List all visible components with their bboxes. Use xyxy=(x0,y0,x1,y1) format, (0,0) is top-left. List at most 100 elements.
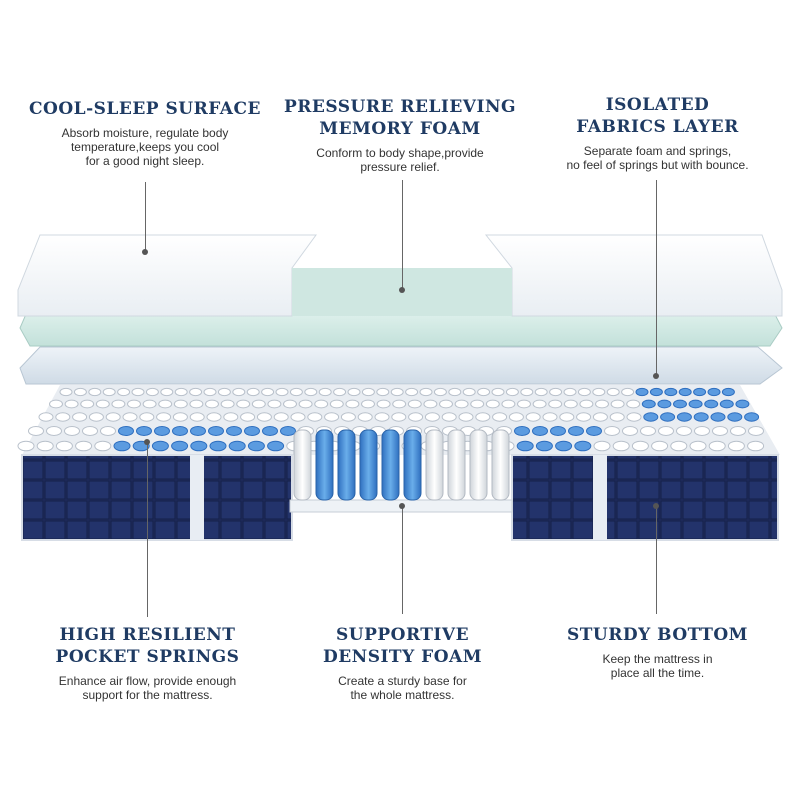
spring-top xyxy=(391,412,407,422)
spring-top xyxy=(75,440,93,452)
spring-top xyxy=(88,412,104,422)
spring-top xyxy=(635,387,649,397)
spring-top xyxy=(595,399,609,409)
blue-pocket-spring xyxy=(337,429,356,501)
white-pocket-spring xyxy=(447,429,466,501)
spring-top xyxy=(189,412,205,422)
base-right-edge xyxy=(593,455,607,540)
spring-top xyxy=(374,412,390,422)
spring-top xyxy=(173,399,188,409)
spring-top xyxy=(340,412,356,422)
spring-top xyxy=(240,412,256,422)
spring-top xyxy=(664,387,678,397)
spring-top xyxy=(542,412,558,422)
spring-top xyxy=(158,399,173,409)
spring-top xyxy=(46,426,62,436)
spring-top xyxy=(712,426,728,436)
blue-pocket-spring xyxy=(359,429,378,501)
spring-top xyxy=(735,399,750,409)
blue-pocket-spring xyxy=(403,429,422,501)
spring-top xyxy=(485,399,500,409)
spring-top xyxy=(151,440,169,452)
spring-top xyxy=(17,440,35,452)
spring-top xyxy=(131,387,145,397)
spring-top xyxy=(105,412,121,422)
spring-top xyxy=(273,412,289,422)
callout-desc: Absorb moisture, regulate body temperatu… xyxy=(20,126,270,168)
spring-top xyxy=(64,399,79,409)
spring-top xyxy=(657,399,672,409)
spring-top xyxy=(205,399,219,409)
leader-dot-pocket-springs xyxy=(144,439,150,445)
spring-top xyxy=(261,387,275,397)
spring-top xyxy=(160,387,174,397)
title-line: ISOLATED xyxy=(605,95,710,115)
leader-line-memory-foam xyxy=(402,180,403,290)
callout-title: PRESSURE RELIEVING MEMORY FOAM xyxy=(275,96,525,140)
white-pocket-spring xyxy=(469,429,488,501)
cutaway-springs xyxy=(293,429,510,501)
leader-dot-memory-foam xyxy=(399,287,405,293)
spring-top xyxy=(535,440,553,452)
spring-top xyxy=(517,399,531,409)
callout-desc: Conform to body shape,provide pressure r… xyxy=(275,146,525,174)
leader-dot-cool-sleep xyxy=(142,249,148,255)
spring-top xyxy=(678,387,692,397)
spring-top xyxy=(673,399,687,409)
spring-top xyxy=(612,440,630,452)
spring-top xyxy=(549,387,563,397)
isolated-fabric-layer xyxy=(19,346,783,385)
spring-top xyxy=(72,412,88,422)
spring-top xyxy=(142,399,157,409)
spring-top xyxy=(622,426,638,436)
spring-top xyxy=(290,412,306,422)
callout-title: STURDY BOTTOM xyxy=(567,625,748,645)
desc-line: support for the mattress. xyxy=(82,688,213,702)
spring-top xyxy=(676,412,692,422)
spring-top xyxy=(475,412,491,422)
spring-top xyxy=(95,399,110,409)
spring-top xyxy=(563,387,577,397)
spring-top xyxy=(361,399,375,409)
spring-top xyxy=(59,387,73,397)
spring-top xyxy=(94,440,112,452)
spring-top xyxy=(532,399,547,409)
spring-top xyxy=(117,387,131,397)
spring-top xyxy=(689,440,707,452)
spring-top xyxy=(492,412,508,422)
callout-title: ISOLATED FABRICS LAYER xyxy=(530,94,785,138)
spring-top xyxy=(145,387,159,397)
spring-top xyxy=(190,426,206,436)
spring-top xyxy=(171,440,189,452)
spring-top xyxy=(347,387,361,397)
spring-top xyxy=(643,412,659,422)
spring-top xyxy=(189,387,203,397)
title-line: POCKET SPRINGS xyxy=(55,647,240,667)
spring-top xyxy=(275,387,289,397)
spring-top xyxy=(405,387,419,397)
spring-top xyxy=(563,399,578,409)
spring-top xyxy=(80,399,95,409)
spring-top xyxy=(329,399,344,409)
spring-top xyxy=(640,426,656,436)
spring-top xyxy=(577,387,591,397)
spring-top xyxy=(516,440,534,452)
spring-top xyxy=(100,426,116,436)
spring-top xyxy=(704,399,719,409)
spring-top xyxy=(555,440,573,452)
spring-top xyxy=(592,412,608,422)
callout-cool-sleep: COOL-SLEEP SURFACE Absorb moisture, regu… xyxy=(20,98,270,168)
spring-top xyxy=(361,387,375,397)
desc-line: the whole mattress. xyxy=(350,688,455,702)
white-pocket-spring xyxy=(491,429,510,501)
navy-base xyxy=(21,454,779,541)
spring-top xyxy=(641,399,656,409)
spring-top xyxy=(407,399,422,409)
spring-top xyxy=(604,426,620,436)
callout-title: COOL-SLEEP SURFACE xyxy=(29,99,261,119)
spring-top xyxy=(345,399,360,409)
desc-line: Separate foam and springs, xyxy=(583,144,732,158)
spring-top xyxy=(289,387,303,397)
callout-desc: Separate foam and springs, no feel of sp… xyxy=(530,144,785,172)
